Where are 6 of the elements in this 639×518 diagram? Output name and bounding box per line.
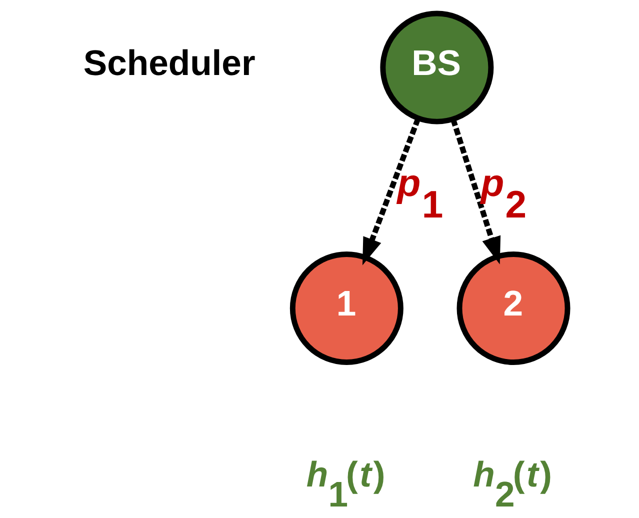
node-circle: 2 [456, 251, 570, 365]
arrow [362, 118, 420, 266]
arrow [450, 118, 500, 264]
node-label: Scheduler [82, 42, 255, 83]
node-circle: BS [380, 10, 494, 124]
node-circle: 1 [289, 251, 403, 365]
